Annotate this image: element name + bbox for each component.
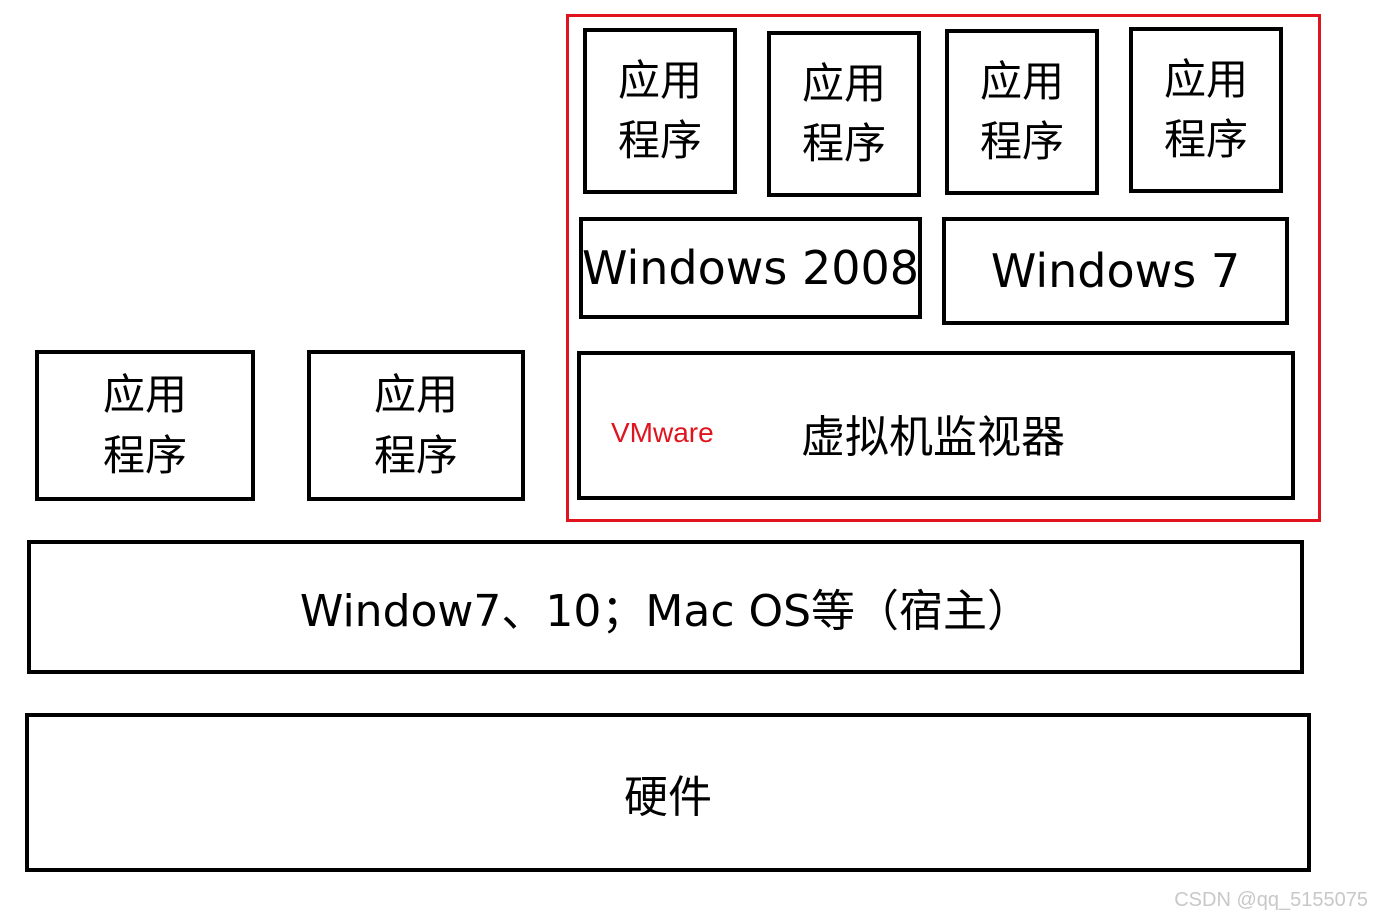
- vmware-label: VMware: [611, 417, 714, 448]
- hypervisor-box: VMware 虚拟机监视器: [577, 351, 1295, 500]
- app-label-line2: 程序: [979, 117, 1064, 166]
- guest-os-label: Windows 2008: [581, 241, 920, 295]
- app-label-line2: 程序: [1163, 115, 1248, 164]
- app-label-line2: 程序: [102, 430, 187, 480]
- guest-os-box-windows-2008: Windows 2008: [579, 217, 922, 319]
- hypervisor-label: 虚拟机监视器: [801, 412, 1065, 463]
- watermark-text: CSDN @qq_5155075: [1174, 889, 1368, 911]
- hardware-box: 硬件: [25, 713, 1311, 872]
- app-label-line1: 应用: [102, 370, 187, 420]
- vm-app-box-3: 应用 程序: [945, 29, 1099, 195]
- host-app-box-1: 应用 程序: [35, 350, 255, 501]
- vm-app-box-2: 应用 程序: [767, 31, 921, 197]
- app-label-line2: 程序: [617, 116, 702, 165]
- app-label-line2: 程序: [373, 430, 458, 480]
- vm-app-box-1: 应用 程序: [583, 28, 737, 194]
- app-label-line1: 应用: [1163, 54, 1248, 104]
- app-label-line1: 应用: [979, 56, 1064, 106]
- app-label-line1: 应用: [373, 370, 458, 420]
- guest-os-box-windows-7: Windows 7: [942, 217, 1289, 325]
- host-app-box-2: 应用 程序: [307, 350, 525, 501]
- vm-group-frame: [566, 14, 1321, 522]
- host-os-box: Window7、10；Mac OS等（宿主）: [27, 540, 1304, 674]
- host-os-label: Window7、10；Mac OS等（宿主）: [299, 586, 1032, 637]
- app-label-line1: 应用: [801, 58, 886, 108]
- app-label-line2: 程序: [801, 119, 886, 168]
- app-label-line1: 应用: [617, 55, 702, 105]
- vm-app-box-4: 应用 程序: [1129, 27, 1283, 193]
- hardware-label: 硬件: [624, 771, 712, 823]
- guest-os-label: Windows 7: [990, 244, 1241, 298]
